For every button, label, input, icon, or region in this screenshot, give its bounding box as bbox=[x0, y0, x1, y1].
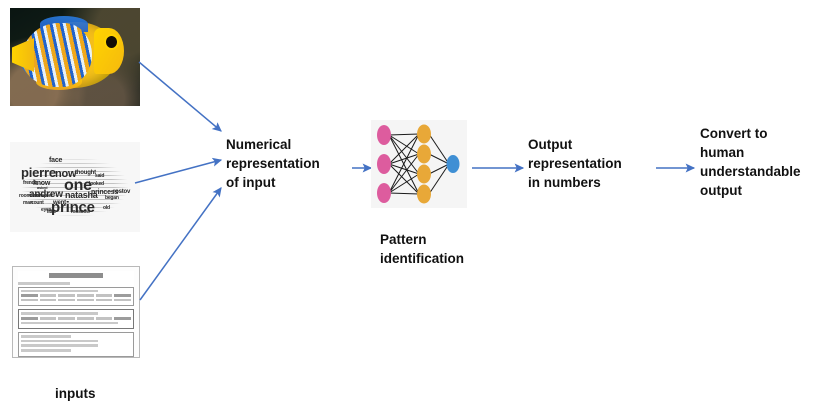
input-image-fish-photo[interactable] bbox=[10, 8, 140, 106]
document-section-2 bbox=[18, 309, 134, 330]
word-cloud-word: began bbox=[105, 195, 119, 201]
hidden-node bbox=[417, 164, 431, 184]
word-cloud-small-text-texture bbox=[19, 150, 131, 224]
label-line: Output bbox=[528, 137, 573, 152]
inputs-caption: inputs bbox=[55, 386, 96, 401]
label-line: representation bbox=[226, 156, 320, 172]
input-node bbox=[377, 183, 391, 203]
label-convert-to-human: Convert to human understandable output bbox=[700, 124, 828, 201]
word-cloud-word: know bbox=[33, 180, 51, 187]
word-cloud-word: time bbox=[31, 193, 41, 199]
fish-tail bbox=[12, 38, 34, 72]
word-cloud-word: french bbox=[23, 180, 38, 186]
input-layer-nodes bbox=[377, 125, 391, 203]
word-cloud-word: asked bbox=[37, 185, 48, 190]
word-cloud-word: room bbox=[19, 193, 31, 199]
word-cloud-word: looked bbox=[89, 181, 104, 187]
word-cloud-word: pierre bbox=[21, 165, 56, 180]
input-image-document-form[interactable] bbox=[12, 266, 140, 358]
label-line: Convert to bbox=[700, 126, 768, 141]
word-cloud-word: moscow bbox=[71, 209, 90, 215]
arrow-fish-to-numerical bbox=[138, 61, 222, 132]
document-subheading bbox=[18, 282, 71, 285]
label-numerical-representation: Numerical representation of input bbox=[226, 135, 344, 192]
label-line: representation bbox=[528, 156, 622, 172]
label-line: output bbox=[700, 183, 742, 199]
hidden-layer-nodes bbox=[417, 124, 431, 204]
label-line: Pattern bbox=[380, 232, 427, 247]
input-node bbox=[377, 154, 391, 174]
label-line: human bbox=[700, 145, 745, 161]
network-edges bbox=[388, 133, 450, 195]
document-section-3 bbox=[18, 332, 134, 357]
neural-network-diagram[interactable] bbox=[371, 120, 467, 208]
arrow-wordcloud-to-numerical bbox=[134, 157, 223, 184]
word-cloud-word: went bbox=[53, 200, 66, 206]
fish-head bbox=[94, 28, 124, 74]
document-page bbox=[18, 271, 134, 357]
word-cloud-word: natasha bbox=[65, 190, 98, 200]
output-layer-nodes bbox=[446, 155, 460, 173]
label-line: Numerical bbox=[226, 137, 292, 152]
fish-eye bbox=[106, 36, 117, 48]
hidden-node bbox=[417, 124, 431, 144]
input-node bbox=[377, 125, 391, 145]
word-cloud-word: andrew bbox=[29, 189, 63, 200]
word-cloud-word: now bbox=[55, 168, 77, 180]
word-cloud-word: thought bbox=[75, 170, 96, 176]
word-cloud-word: rostov bbox=[113, 189, 131, 195]
word-cloud-word: chapter bbox=[36, 193, 53, 199]
word-cloud-word: count bbox=[31, 200, 44, 206]
document-section-1 bbox=[18, 286, 134, 307]
word-cloud-word: prince bbox=[51, 199, 95, 216]
label-line: of input bbox=[226, 175, 276, 191]
label-output-representation: Output representation in numbers bbox=[528, 135, 648, 192]
word-cloud-word: princess bbox=[91, 189, 119, 196]
output-node bbox=[446, 155, 460, 173]
word-cloud-word: man bbox=[23, 200, 33, 206]
word-cloud-word: eyes bbox=[41, 207, 52, 213]
document-heading-bar bbox=[49, 273, 103, 278]
word-cloud-word: face bbox=[49, 157, 63, 164]
label-pattern-identification: Pattern identification bbox=[380, 230, 500, 268]
label-line: identification bbox=[380, 251, 464, 267]
word-cloud-word: one bbox=[64, 177, 92, 194]
word-cloud-word: little bbox=[47, 209, 57, 215]
word-cloud-word: old bbox=[103, 205, 110, 211]
word-cloud-word: said bbox=[95, 173, 105, 179]
hidden-node bbox=[417, 184, 431, 204]
label-line: understandable bbox=[700, 164, 801, 180]
arrow-document-to-numerical bbox=[139, 187, 222, 301]
hidden-node bbox=[417, 144, 431, 164]
label-line: in numbers bbox=[528, 175, 601, 191]
